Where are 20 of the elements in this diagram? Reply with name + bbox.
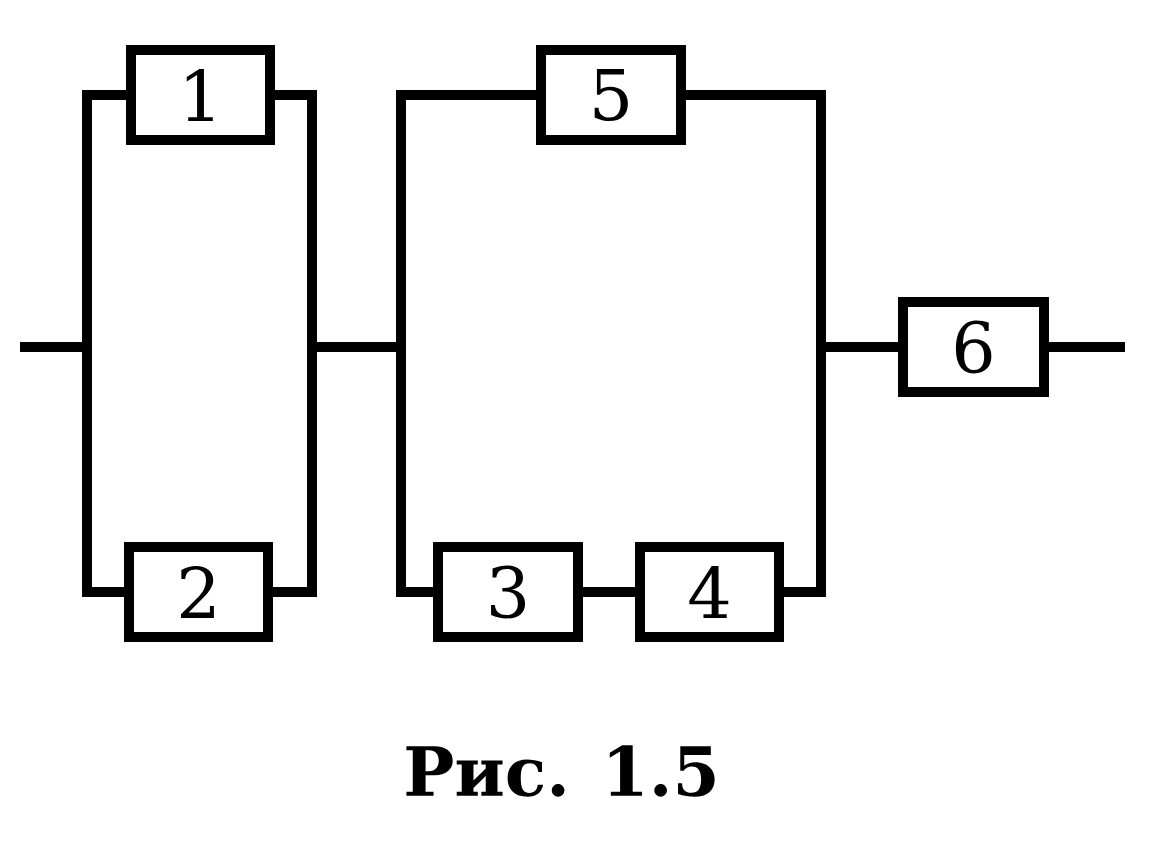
connection-line: [275, 90, 317, 347]
block-box: 5: [536, 45, 686, 145]
block-box: 4: [635, 542, 784, 642]
connection-line: [826, 342, 898, 352]
block-box: 1: [126, 45, 275, 145]
figure-caption: Рис. 1.5: [406, 745, 715, 797]
block-box: 3: [433, 542, 583, 642]
connection-line: [273, 347, 317, 597]
connection-line: [396, 90, 536, 347]
connection-line: [20, 342, 82, 352]
connection-line: [317, 342, 396, 352]
connection-line: [583, 587, 635, 597]
connection-line: [1049, 342, 1125, 352]
block-box: 6: [898, 297, 1049, 397]
connection-line: [784, 347, 826, 597]
connection-line: [686, 90, 826, 347]
connection-line: [82, 90, 126, 347]
block-box: 2: [124, 542, 273, 642]
connection-line: [396, 347, 433, 597]
connection-line: [82, 347, 124, 597]
